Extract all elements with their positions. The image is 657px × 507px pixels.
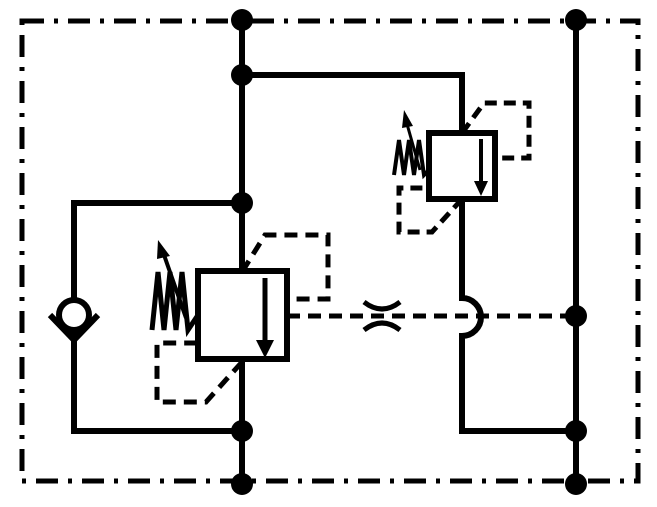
main-valve-body [195, 268, 290, 362]
orifice-upper-arc [362, 299, 402, 312]
check-valve-ball [56, 297, 92, 333]
junction-dot [231, 420, 253, 442]
orifice [362, 299, 402, 333]
pilot-valve-spring [392, 139, 431, 180]
pilot-pressure-relief-valve [392, 100, 532, 235]
junction-dot [565, 420, 587, 442]
junction-dot [565, 9, 587, 31]
check-valve [47, 297, 101, 345]
main-valve-adjust-arrow [161, 251, 188, 319]
main-valve-pilot-line-top [239, 232, 331, 302]
pilot-supply-line [242, 72, 465, 132]
pilot-valve-pilot-line-bottom [396, 185, 464, 235]
junction-dot [231, 9, 253, 31]
pilot-return-line [459, 198, 576, 434]
junction-dot [231, 64, 253, 86]
pilot-valve-pilot-line-top [459, 100, 532, 161]
boundary-enclosure [19, 18, 641, 484]
pilot-valve-adjust-arrow [405, 123, 422, 171]
main-valve-adjust-arrowhead [157, 240, 170, 259]
check-valve-seat [47, 312, 101, 345]
main-valve-spring [149, 271, 201, 338]
junction-dot [231, 473, 253, 495]
pilot-valve-arrowhead [474, 181, 488, 196]
pilot-valve-adjust-arrowhead [402, 110, 413, 128]
pilot-valve-body [426, 130, 498, 202]
main-valve-arrowhead [256, 340, 274, 358]
junction-dot [231, 192, 253, 214]
main-pressure-relief-valve [149, 232, 331, 405]
orifice-lower-arc [362, 320, 402, 333]
junction-dots [231, 9, 587, 495]
junction-dot [565, 473, 587, 495]
junction-dot [565, 305, 587, 327]
main-valve-pilot-line-bottom [154, 340, 244, 405]
